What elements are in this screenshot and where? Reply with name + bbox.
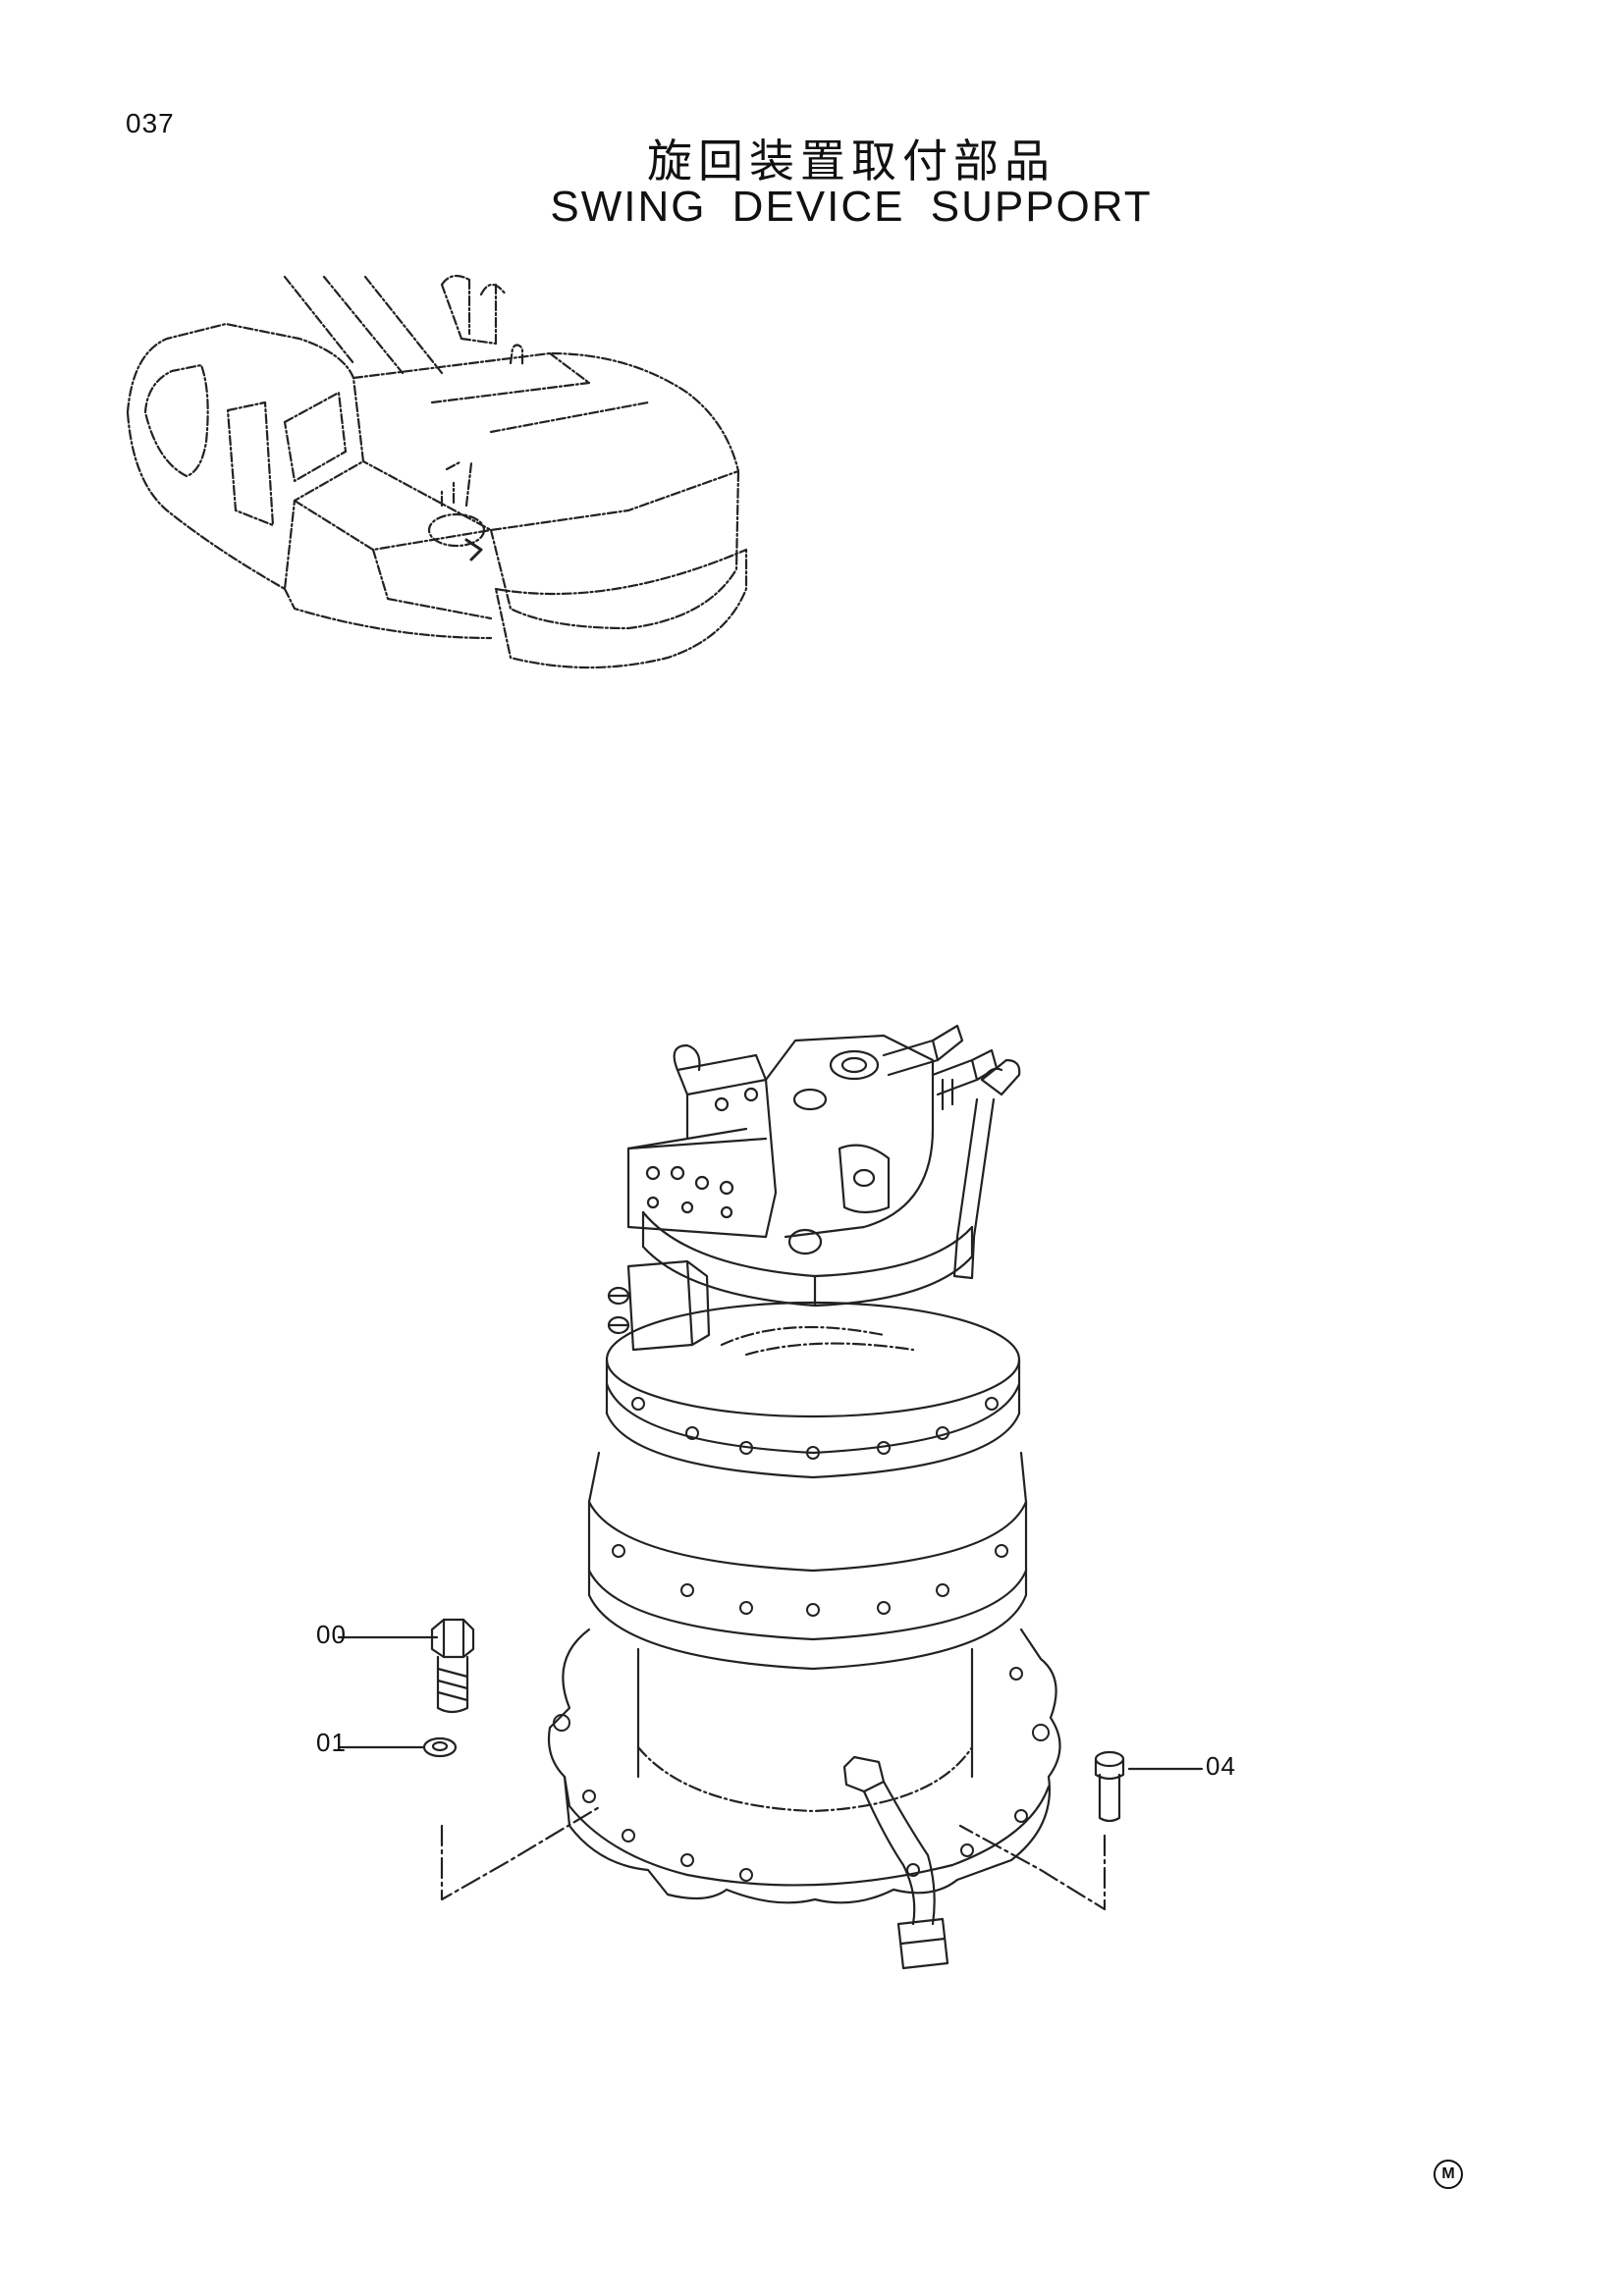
washer-icon	[337, 1736, 458, 1758]
callout-00: 00	[316, 1620, 347, 1649]
page-title-en: SWING DEVICE SUPPORT	[550, 183, 1153, 231]
bolt-icon	[337, 1618, 475, 1714]
swing-device-assembly-icon	[440, 1024, 1107, 1970]
page-title-jp: 旋回装置取付部品	[647, 135, 1056, 187]
callout-04: 04	[1206, 1751, 1236, 1781]
callout-01: 01	[316, 1728, 347, 1757]
manufacturer-mark: M	[1434, 2160, 1463, 2189]
pin-icon	[1094, 1750, 1204, 1823]
excavator-overview-icon	[126, 274, 748, 669]
page-number: 037	[126, 108, 175, 138]
